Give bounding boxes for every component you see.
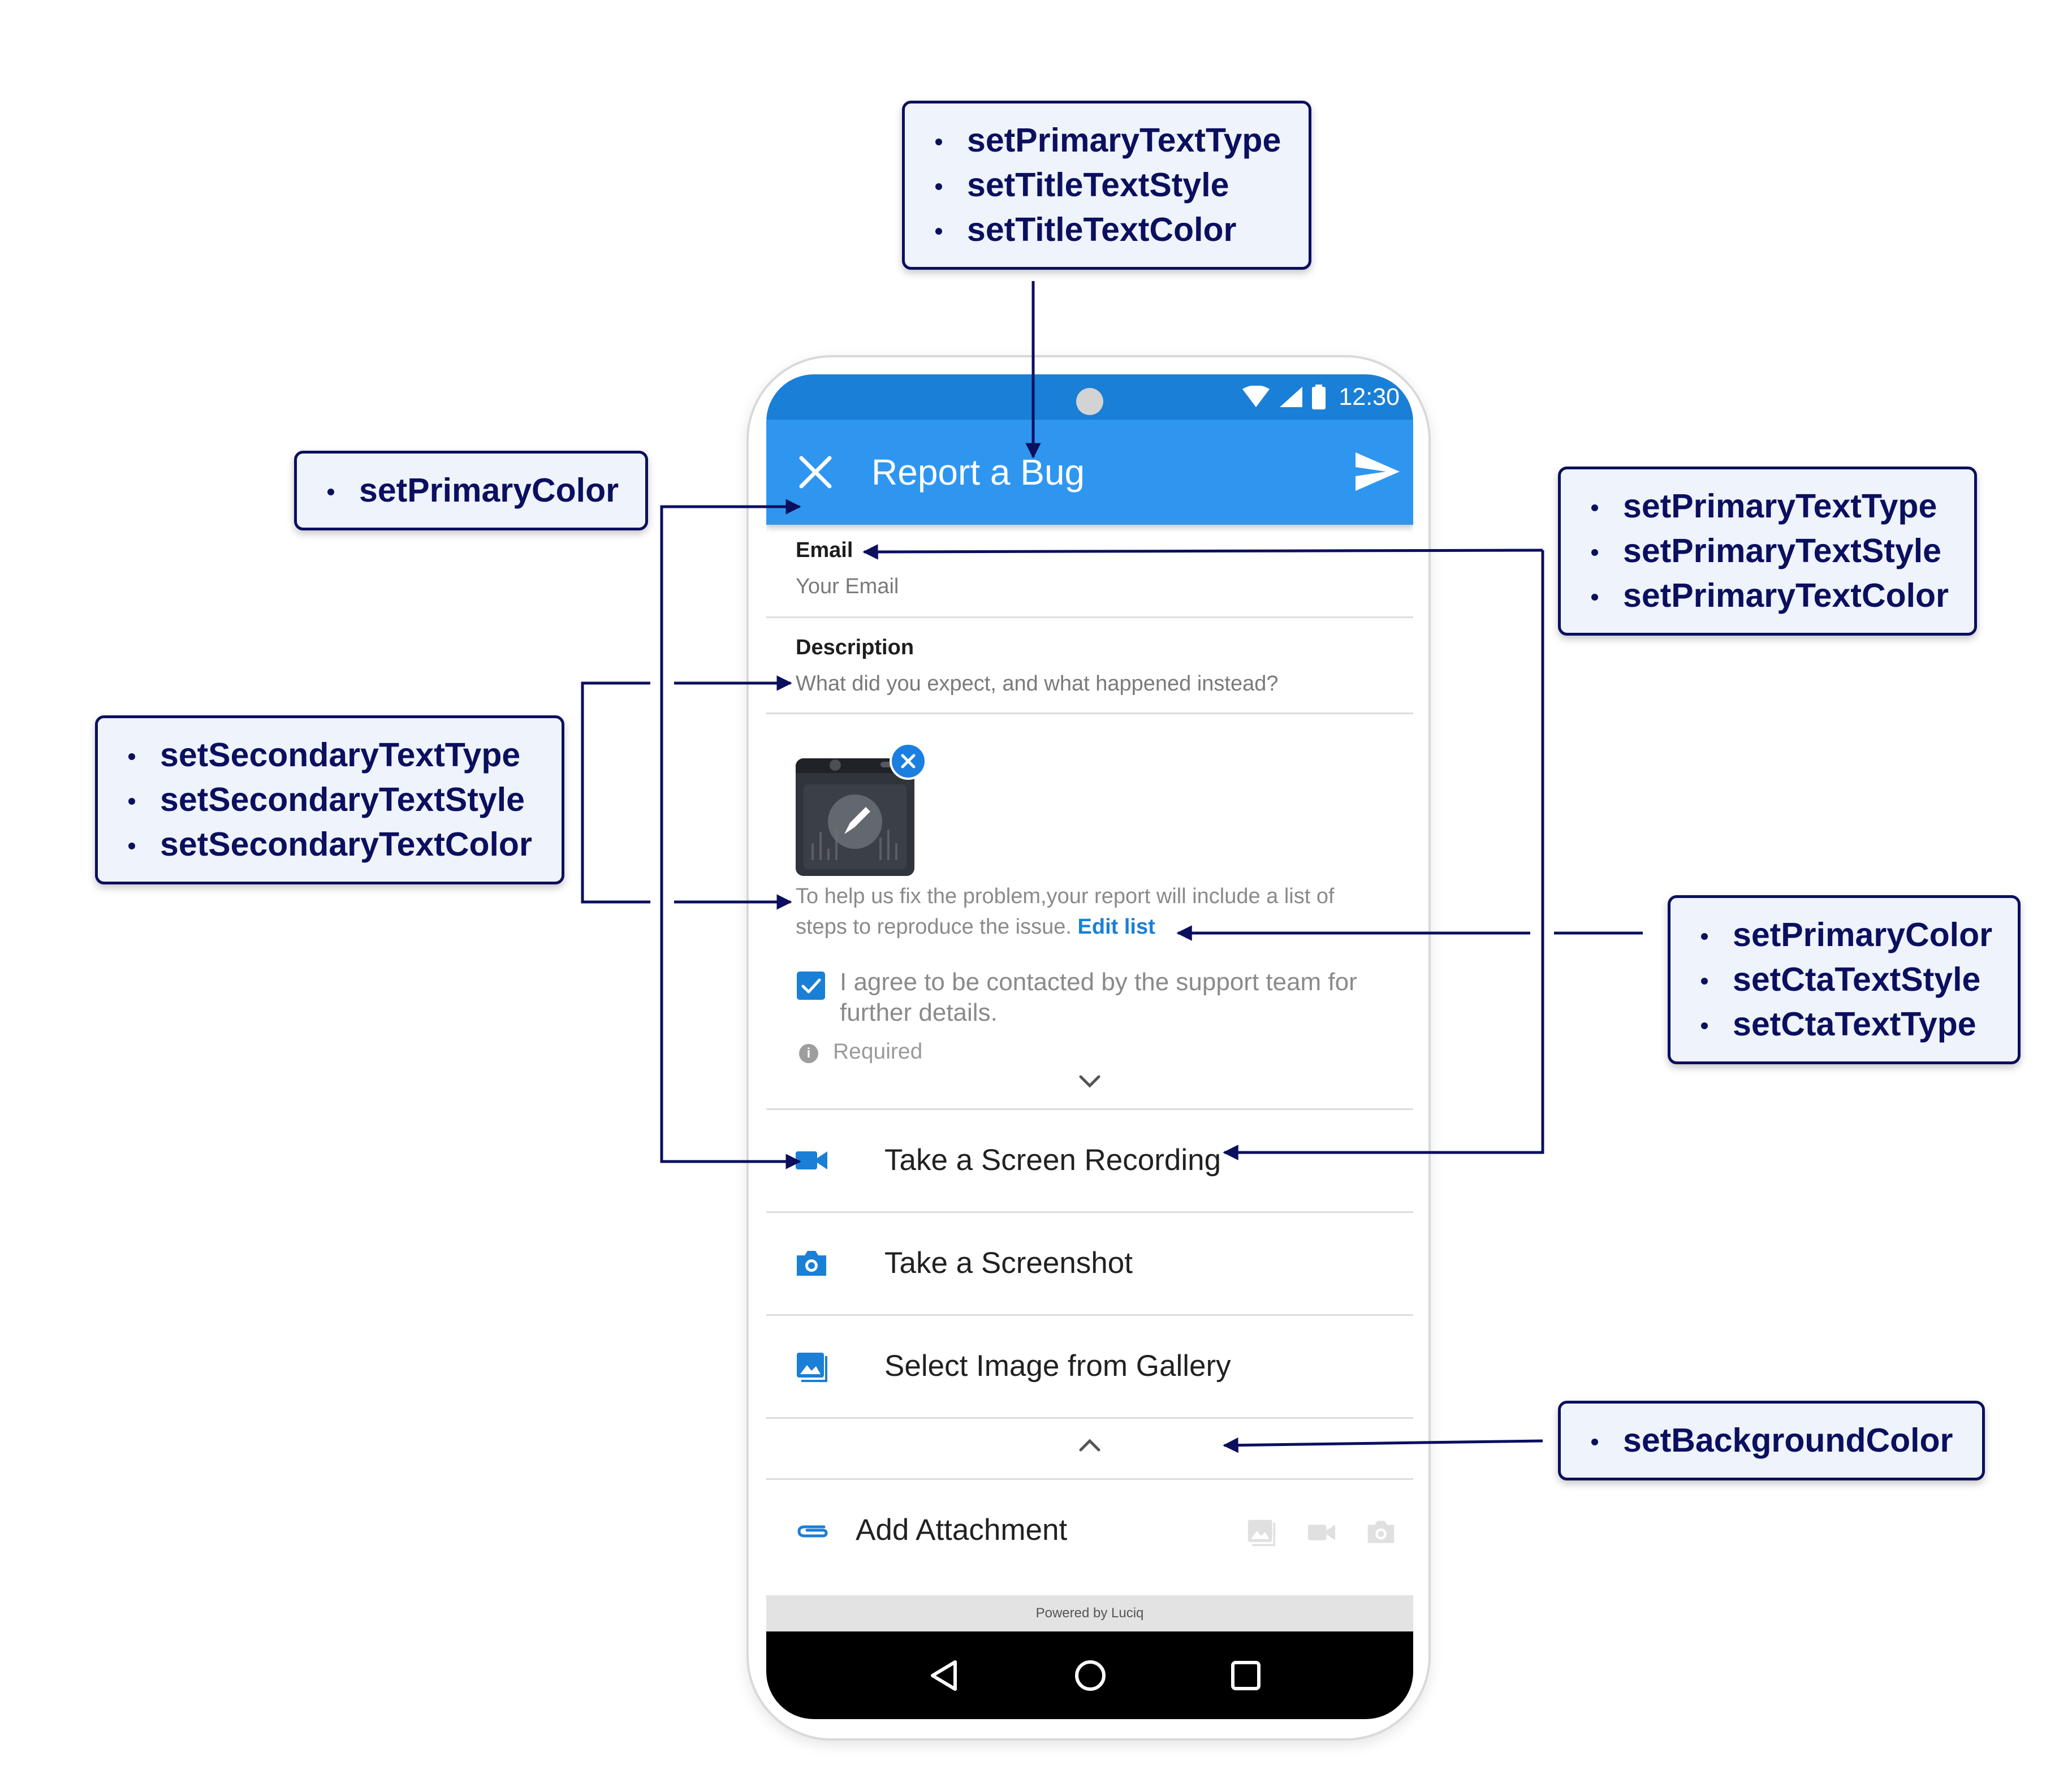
callout-item: setPrimaryTextType (933, 118, 1281, 163)
callout-title-text: setPrimaryTextType setTitleTextStyle set… (902, 101, 1311, 270)
recents-icon[interactable] (1230, 1660, 1262, 1691)
callout-item: setPrimaryTextStyle (1589, 529, 1949, 573)
camera-icon[interactable] (1366, 1518, 1396, 1546)
screen-title: Report a Bug (871, 452, 1085, 493)
divider (766, 1417, 1413, 1419)
callout-item: setCtaTextStyle (1699, 957, 1992, 1002)
divider (766, 1314, 1413, 1316)
video-camera-icon (796, 1151, 827, 1169)
send-icon[interactable] (1354, 451, 1401, 492)
remove-attachment-button[interactable] (890, 742, 927, 780)
callout-secondary-text: setSecondaryTextType setSecondaryTextSty… (95, 715, 564, 884)
screen-recording-option[interactable]: Take a Screen Recording (766, 1110, 1413, 1211)
screenshot-thumbnail[interactable] (796, 758, 914, 876)
callout-background: setBackgroundColor (1558, 1401, 1985, 1480)
menu-item-label: Take a Screen Recording (884, 1143, 1221, 1177)
add-attachment-row[interactable]: Add Attachment (766, 1479, 1413, 1581)
repro-steps-text: To help us fix the problem,your report w… (796, 884, 1335, 939)
home-icon[interactable] (1073, 1659, 1107, 1693)
divider (766, 616, 1413, 618)
wifi-icon (1242, 386, 1270, 407)
chevron-up-icon[interactable] (1078, 1437, 1101, 1453)
divider (766, 713, 1413, 714)
screenshot-option[interactable]: Take a Screenshot (766, 1212, 1413, 1314)
divider (766, 1211, 1413, 1213)
connector-secondary-text-bracket (581, 681, 650, 904)
add-attachment-label: Add Attachment (856, 1513, 1068, 1547)
menu-item-label: Take a Screenshot (884, 1246, 1133, 1280)
callout-cta: setPrimaryColor setCtaTextStyle setCtaTe… (1668, 895, 2021, 1064)
edit-list-link[interactable]: Edit list (1077, 915, 1155, 939)
gallery-icon[interactable] (1246, 1518, 1276, 1546)
callout-item: setPrimaryTextColor (1589, 573, 1949, 618)
repro-steps-info: To help us fix the problem,your report w… (796, 881, 1384, 942)
back-icon[interactable] (928, 1659, 960, 1693)
callout-item: setSecondaryTextStyle (126, 778, 532, 822)
callout-item: setPrimaryColor (1699, 913, 1992, 957)
divider (766, 1108, 1413, 1110)
required-label: Required (833, 1039, 923, 1064)
callout-primary-color: setPrimaryColor (294, 451, 648, 530)
close-icon (901, 754, 916, 769)
email-field[interactable]: Your Email (796, 575, 899, 598)
callout-item: setPrimaryColor (325, 468, 619, 513)
email-label: Email (796, 538, 853, 562)
status-icons: 12:30 (1241, 374, 1400, 420)
gallery-option[interactable]: Select Image from Gallery (766, 1315, 1413, 1417)
description-label: Description (796, 636, 914, 659)
callout-item: setPrimaryTextType (1589, 484, 1949, 529)
signal-icon (1280, 387, 1303, 407)
callout-item: setCtaTextType (1699, 1002, 1992, 1047)
powered-by-footer: Powered by Luciq (766, 1595, 1413, 1631)
consent-label: I agree to be contacted by the support t… (840, 968, 1357, 1026)
info-icon: i (799, 1044, 818, 1063)
description-field[interactable]: What did you expect, and what happened i… (796, 672, 1279, 696)
callout-item: setTitleTextStyle (933, 163, 1281, 208)
callout-item: setSecondaryTextType (126, 733, 532, 778)
consent-checkbox[interactable] (797, 972, 825, 1000)
menu-item-label: Select Image from Gallery (884, 1349, 1231, 1383)
gallery-icon (797, 1353, 827, 1382)
chevron-down-icon[interactable] (1078, 1073, 1101, 1089)
video-camera-icon[interactable] (1306, 1519, 1337, 1546)
front-camera (1076, 388, 1103, 415)
app-bar: Report a Bug (766, 420, 1413, 525)
paperclip-icon (797, 1525, 828, 1538)
battery-icon (1312, 385, 1326, 409)
callout-item: setSecondaryTextColor (126, 822, 532, 867)
navigation-bar (766, 1631, 1413, 1719)
camera-icon (797, 1251, 826, 1276)
checkmark-icon (801, 978, 821, 994)
callout-primary-text: setPrimaryTextType setPrimaryTextStyle s… (1558, 467, 1977, 636)
callout-item: setBackgroundColor (1589, 1418, 1953, 1463)
status-time: 12:30 (1339, 383, 1400, 411)
close-icon[interactable] (797, 454, 834, 491)
divider (766, 1478, 1413, 1480)
phone-screen: 12:30 Report a Bug Email Your Email Desc… (766, 374, 1413, 1719)
callout-item: setTitleTextColor (933, 208, 1281, 252)
status-bar: 12:30 (766, 374, 1413, 420)
